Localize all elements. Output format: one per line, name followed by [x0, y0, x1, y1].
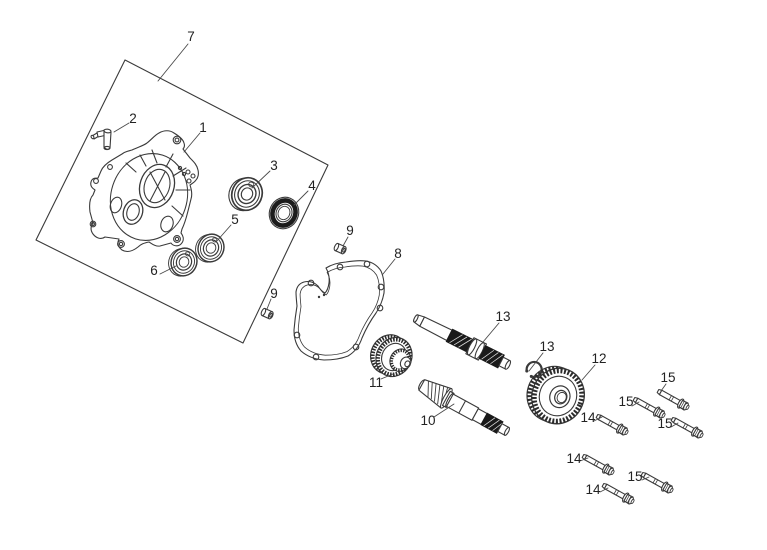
driven-gear-12 [526, 365, 585, 425]
pinion-shaft-10 [418, 379, 511, 436]
callout-6: 6 [150, 263, 158, 278]
circlip-13 [525, 360, 543, 379]
gasket-bolt-holes [293, 260, 385, 361]
callout-2: 2 [129, 111, 137, 126]
callout-14c: 14 [585, 482, 601, 497]
dowel-pin-9-top [332, 242, 348, 256]
callout-leaders [113, 43, 679, 493]
callout-14a: 14 [580, 410, 596, 425]
callout-12: 12 [591, 351, 606, 366]
callout-7: 7 [187, 29, 195, 44]
callout-labels: 7 2 1 3 4 5 6 9 9 8 13 13 12 11 10 14 14… [129, 29, 675, 497]
callout-1: 1 [199, 120, 207, 135]
callout-15c: 15 [657, 416, 672, 431]
callout-13b: 13 [539, 339, 554, 354]
bolt-15-3 [669, 414, 706, 441]
callout-10: 10 [420, 413, 435, 428]
callout-3: 3 [270, 158, 278, 173]
assembly-boundary-box [35, 59, 329, 344]
callout-15d: 15 [627, 469, 642, 484]
bolt-14-3 [600, 480, 637, 507]
breather-fitting [90, 128, 112, 151]
oil-seal-4 [268, 196, 300, 230]
cover-gasket [293, 260, 385, 361]
callout-15b: 15 [618, 394, 633, 409]
splined-shaft-13 [413, 314, 512, 370]
callout-5: 5 [231, 212, 239, 227]
callout-9a: 9 [346, 223, 354, 238]
bearing-3 [222, 170, 269, 218]
casing-face-rim [109, 152, 189, 242]
bolt-14-1 [594, 411, 631, 438]
callout-14b: 14 [566, 451, 582, 466]
callout-13a: 13 [495, 309, 510, 324]
casing-ribs [125, 149, 191, 217]
callout-9b: 9 [270, 286, 278, 301]
casing-bolt-holes [89, 135, 196, 248]
callout-15a: 15 [660, 370, 675, 385]
callout-8: 8 [394, 246, 402, 261]
gearbox-cover-casing [89, 130, 199, 252]
casing-bearing-bores [109, 196, 174, 233]
casing-main-bore [138, 163, 176, 209]
dowel-pin-9-left [259, 307, 275, 321]
callout-4: 4 [308, 178, 316, 193]
counter-gear-11 [370, 334, 413, 378]
callout-11: 11 [369, 375, 383, 390]
bolt-15-4 [639, 469, 676, 496]
bolt-14-2 [580, 451, 617, 478]
